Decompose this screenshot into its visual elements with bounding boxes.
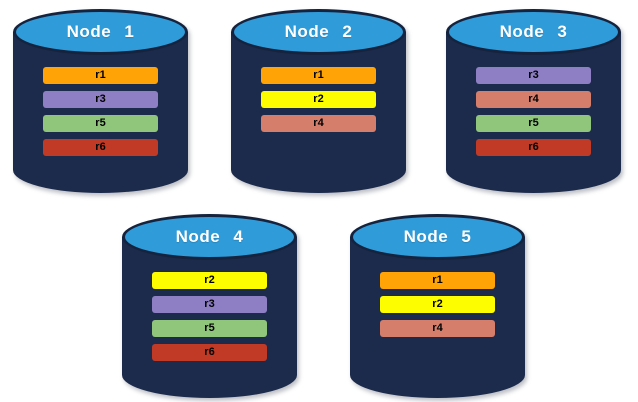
node-5: Node 5 r1 r2 r4 (350, 214, 525, 398)
cylinder-top: Node 1 (13, 9, 188, 55)
node-title: Node 2 (284, 22, 353, 41)
cylinder-top: Node 2 (231, 9, 406, 55)
replica-bar: r1 (380, 272, 495, 289)
replica-bar: r6 (476, 139, 591, 156)
node-title: Node 5 (403, 227, 472, 246)
replica-bar: r5 (476, 115, 591, 132)
cylinder-top: Node 5 (350, 214, 525, 260)
node-title: Node 3 (499, 22, 568, 41)
node-title: Node 1 (66, 22, 135, 41)
node-1: Node 1 r1 r3 r5 r6 (13, 9, 188, 193)
replica-bar: r2 (261, 91, 376, 108)
replica-bar: r2 (380, 296, 495, 313)
replica-list: r3 r4 r5 r6 (476, 67, 591, 163)
replica-list: r1 r2 r4 (261, 67, 376, 139)
replica-bar: r5 (152, 320, 267, 337)
replica-list: r1 r2 r4 (380, 272, 495, 344)
replica-bar: r1 (261, 67, 376, 84)
replica-bar: r4 (261, 115, 376, 132)
node-4: Node 4 r2 r3 r5 r6 (122, 214, 297, 398)
node-title: Node 4 (175, 227, 244, 246)
replica-bar: r2 (152, 272, 267, 289)
replica-bar: r1 (43, 67, 158, 84)
replica-bar: r5 (43, 115, 158, 132)
replica-bar: r3 (476, 67, 591, 84)
node-3: Node 3 r3 r4 r5 r6 (446, 9, 621, 193)
replica-bar: r4 (380, 320, 495, 337)
cylinder-top: Node 4 (122, 214, 297, 260)
cylinder-top: Node 3 (446, 9, 621, 55)
replica-list: r2 r3 r5 r6 (152, 272, 267, 368)
node-2: Node 2 r1 r2 r4 (231, 9, 406, 193)
replica-bar: r3 (43, 91, 158, 108)
replica-list: r1 r3 r5 r6 (43, 67, 158, 163)
replica-bar: r4 (476, 91, 591, 108)
replica-bar: r3 (152, 296, 267, 313)
replica-bar: r6 (152, 344, 267, 361)
replica-bar: r6 (43, 139, 158, 156)
